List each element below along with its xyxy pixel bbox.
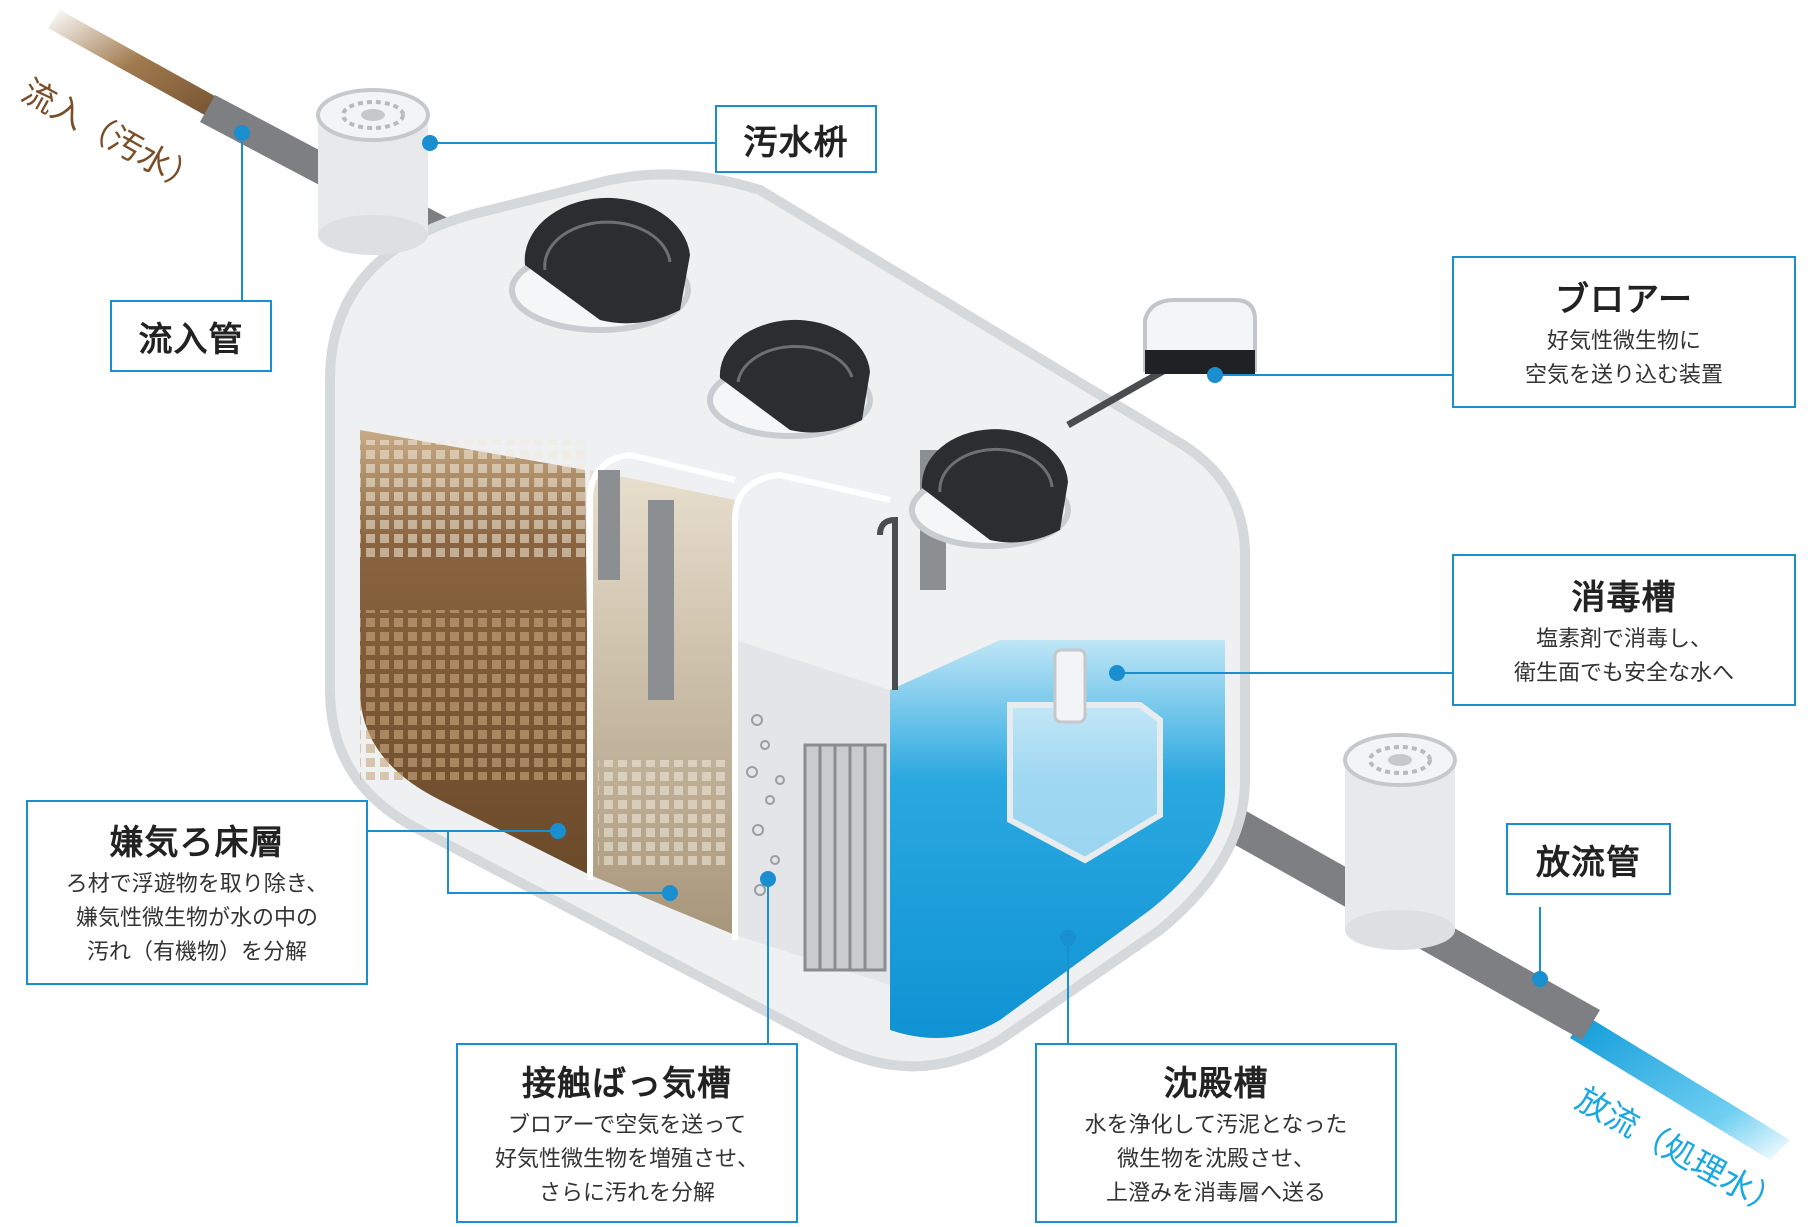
air-hose — [877, 516, 898, 690]
label-sedimentation-line-3: 上澄みを消毒層へ送る — [1105, 1180, 1326, 1206]
blower-unit — [1143, 298, 1257, 374]
label-anaerobic-title: 嫌気ろ床層 — [109, 823, 285, 863]
label-disinfection-line-1: 塩素剤で消毒し、 — [1535, 626, 1712, 652]
transfer-pipe-2 — [648, 500, 674, 700]
blower-hose — [1066, 366, 1167, 429]
label-outlet-pipe-title: 放流管 — [1536, 842, 1641, 883]
label-disinfection-title: 消毒槽 — [1571, 577, 1677, 618]
label-masu: 汚水枡 — [715, 105, 877, 173]
inflow-stream — [48, 10, 240, 128]
outlet-manhole — [1343, 733, 1457, 950]
label-aeration-line-1: ブロアーで空気を送って — [507, 1112, 747, 1138]
label-aeration: 接触ばっ気槽 ブロアーで空気を送って 好気性微生物を増殖させ、 さらに汚れを分解 — [456, 1043, 798, 1223]
manhole-cover-2 — [707, 319, 873, 439]
transfer-pipe-1 — [598, 470, 620, 580]
anaerobic-media-2 — [598, 760, 728, 870]
label-blower-title: ブロアー — [1555, 279, 1693, 320]
leader-dots — [234, 125, 1548, 987]
label-sedimentation-line-1: 水を浄化して汚泥となった — [1084, 1112, 1348, 1138]
label-inlet-pipe: 流入管 — [110, 300, 272, 372]
manhole-cover-1 — [509, 197, 691, 333]
anaerobic-media-upper — [360, 440, 585, 560]
anaerobic-media-lower — [360, 610, 585, 780]
label-disinfection: 消毒槽 塩素剤で消毒し、 衛生面でも安全な水へ — [1452, 554, 1796, 706]
leader-lines — [241, 133, 1541, 1043]
label-disinfection-line-2: 衛生面でも安全な水へ — [1513, 660, 1734, 686]
air-bubbles — [746, 714, 785, 896]
label-anaerobic: 嫌気ろ床層 ろ材で浮遊物を取り除き、 嫌気性微生物が水の中の 汚れ（有機物）を分… — [26, 800, 368, 985]
label-anaerobic-line-2: 嫌気性微生物が水の中の — [75, 906, 318, 931]
label-sedimentation-title: 沈殿槽 — [1163, 1063, 1269, 1104]
disinfection-tank — [1007, 702, 1163, 864]
label-blower: ブロアー 好気性微生物に 空気を送り込む装置 — [1452, 256, 1796, 408]
label-anaerobic-line-1: ろ材で浮遊物を取り除き、 — [65, 872, 329, 897]
partition-1 — [587, 451, 736, 501]
label-anaerobic-line-3: 汚れ（有機物）を分解 — [86, 940, 307, 965]
label-blower-line-2: 空気を送り込む装置 — [1524, 362, 1723, 388]
label-masu-title: 汚水枡 — [743, 122, 849, 163]
label-inlet-pipe-title: 流入管 — [138, 319, 244, 360]
label-aeration-title: 接触ばっ気槽 — [522, 1063, 732, 1104]
sewage-manhole — [316, 88, 430, 255]
chlorine-holder — [1053, 648, 1087, 724]
outflow-stream — [1570, 1015, 1790, 1160]
label-outlet-pipe: 放流管 — [1506, 823, 1671, 895]
label-aeration-line-2: 好気性微生物を増殖させ、 — [494, 1146, 759, 1172]
label-blower-line-1: 好気性微生物に — [1546, 328, 1701, 354]
manhole-cover-3 — [909, 429, 1071, 549]
label-aeration-line-3: さらに汚れを分解 — [538, 1180, 715, 1206]
contact-media — [803, 743, 887, 972]
label-sedimentation-line-2: 微生物を沈殿させ、 — [1116, 1146, 1315, 1172]
label-sedimentation: 沈殿槽 水を浄化して汚泥となった 微生物を沈殿させ、 上澄みを消毒層へ送る — [1035, 1043, 1397, 1223]
partition-2 — [732, 471, 891, 521]
